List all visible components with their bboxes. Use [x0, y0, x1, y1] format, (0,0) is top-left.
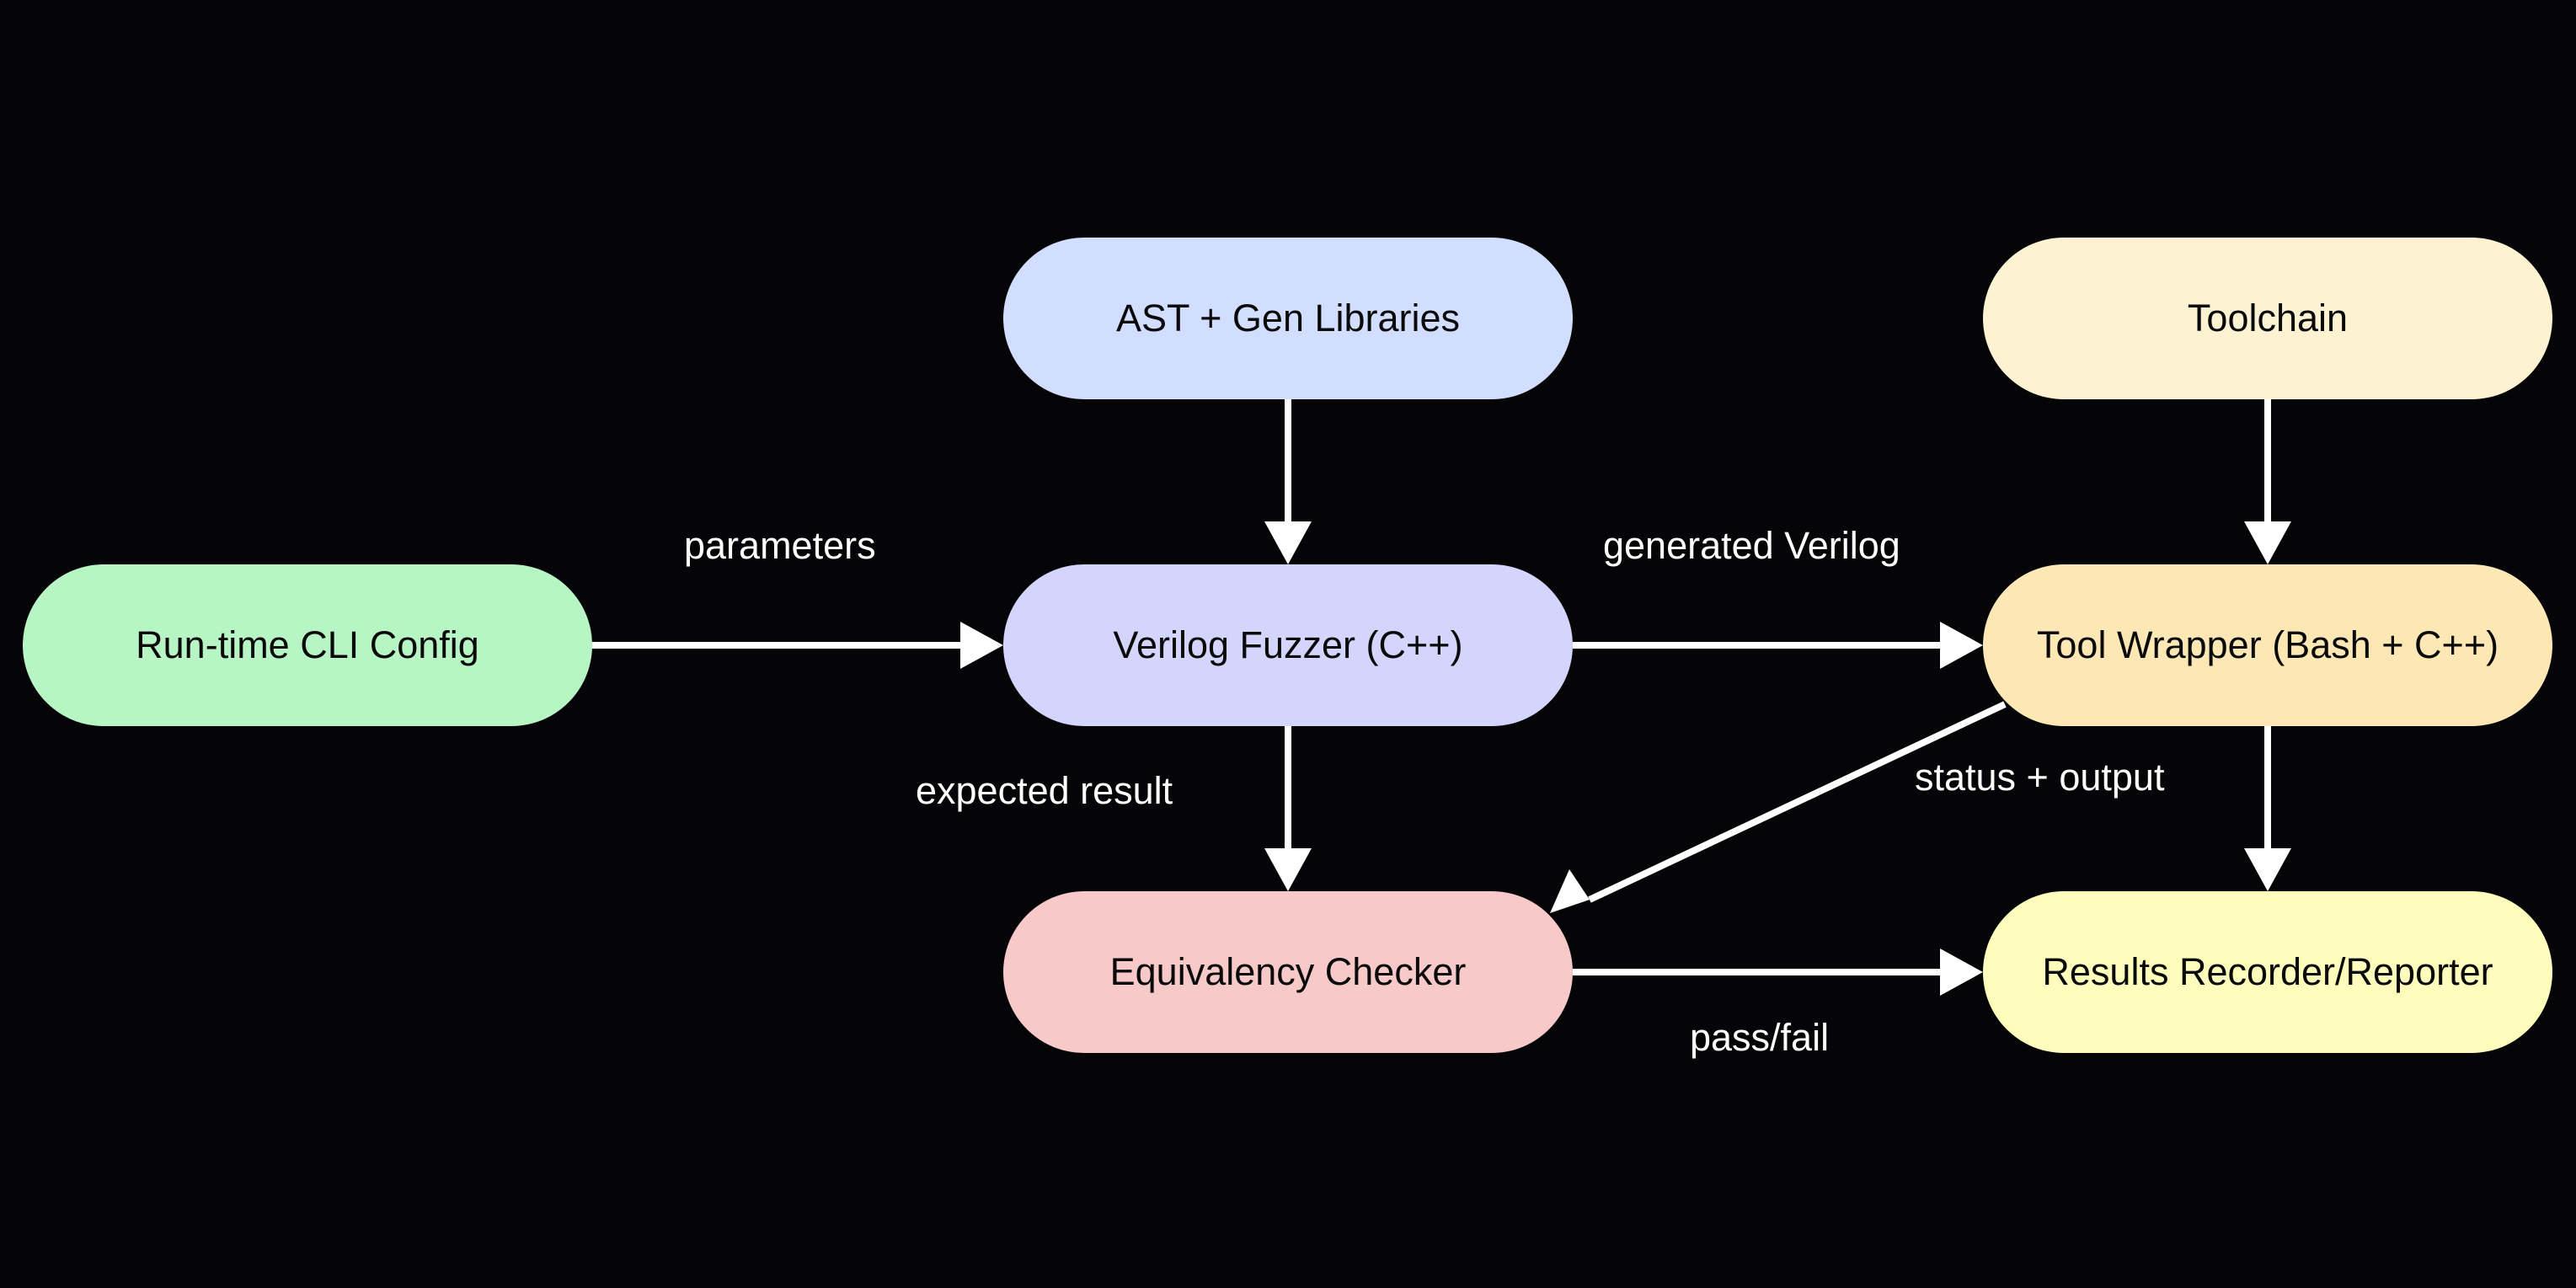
- node-label: Run-time CLI Config: [136, 623, 479, 666]
- node-label: Toolchain: [2187, 297, 2349, 339]
- arrowhead-fuzzer-to-wrapper: [1940, 622, 1983, 669]
- arrowhead-fuzzer-to-checker: [1264, 848, 1312, 891]
- node-runtime-cli-config: Run-time CLI Config: [23, 564, 592, 726]
- arrowhead-checker-to-reporter: [1940, 949, 1983, 996]
- arrowhead-toolchain-to-wrapper: [2244, 521, 2291, 564]
- node-label: AST + Gen Libraries: [1115, 297, 1461, 339]
- edge-wrapper-to-checker: [1588, 701, 2007, 903]
- edge-label-generated-verilog: generated Verilog: [1603, 524, 1900, 567]
- arrowhead-wrapper-to-reporter: [2244, 848, 2291, 891]
- edge-label-pass-fail: pass/fail: [1690, 1016, 1830, 1059]
- node-label: Equivalency Checker: [1109, 950, 1467, 993]
- edge-label-parameters: parameters: [684, 524, 876, 567]
- arrowhead-wrapper-to-checker: [1550, 869, 1590, 913]
- node-ast-gen-libraries: AST + Gen Libraries: [1003, 238, 1573, 399]
- node-label: Verilog Fuzzer (C++): [1113, 623, 1463, 666]
- node-label: Tool Wrapper (Bash + C++): [2036, 623, 2499, 666]
- edge-label-status-output: status + output: [1915, 756, 2165, 799]
- node-verilog-fuzzer: Verilog Fuzzer (C++): [1003, 564, 1573, 726]
- node-tool-wrapper: Tool Wrapper (Bash + C++): [1983, 564, 2552, 726]
- node-label: Results Recorder/Reporter: [2042, 950, 2493, 993]
- arrowhead-ast-to-fuzzer: [1264, 521, 1312, 564]
- node-toolchain: Toolchain: [1983, 238, 2552, 399]
- node-equivalency-checker: Equivalency Checker: [1003, 891, 1573, 1053]
- arrowhead-cli-to-fuzzer: [960, 622, 1003, 669]
- edge-label-expected-result: expected result: [916, 769, 1173, 812]
- node-results-reporter: Results Recorder/Reporter: [1983, 891, 2552, 1053]
